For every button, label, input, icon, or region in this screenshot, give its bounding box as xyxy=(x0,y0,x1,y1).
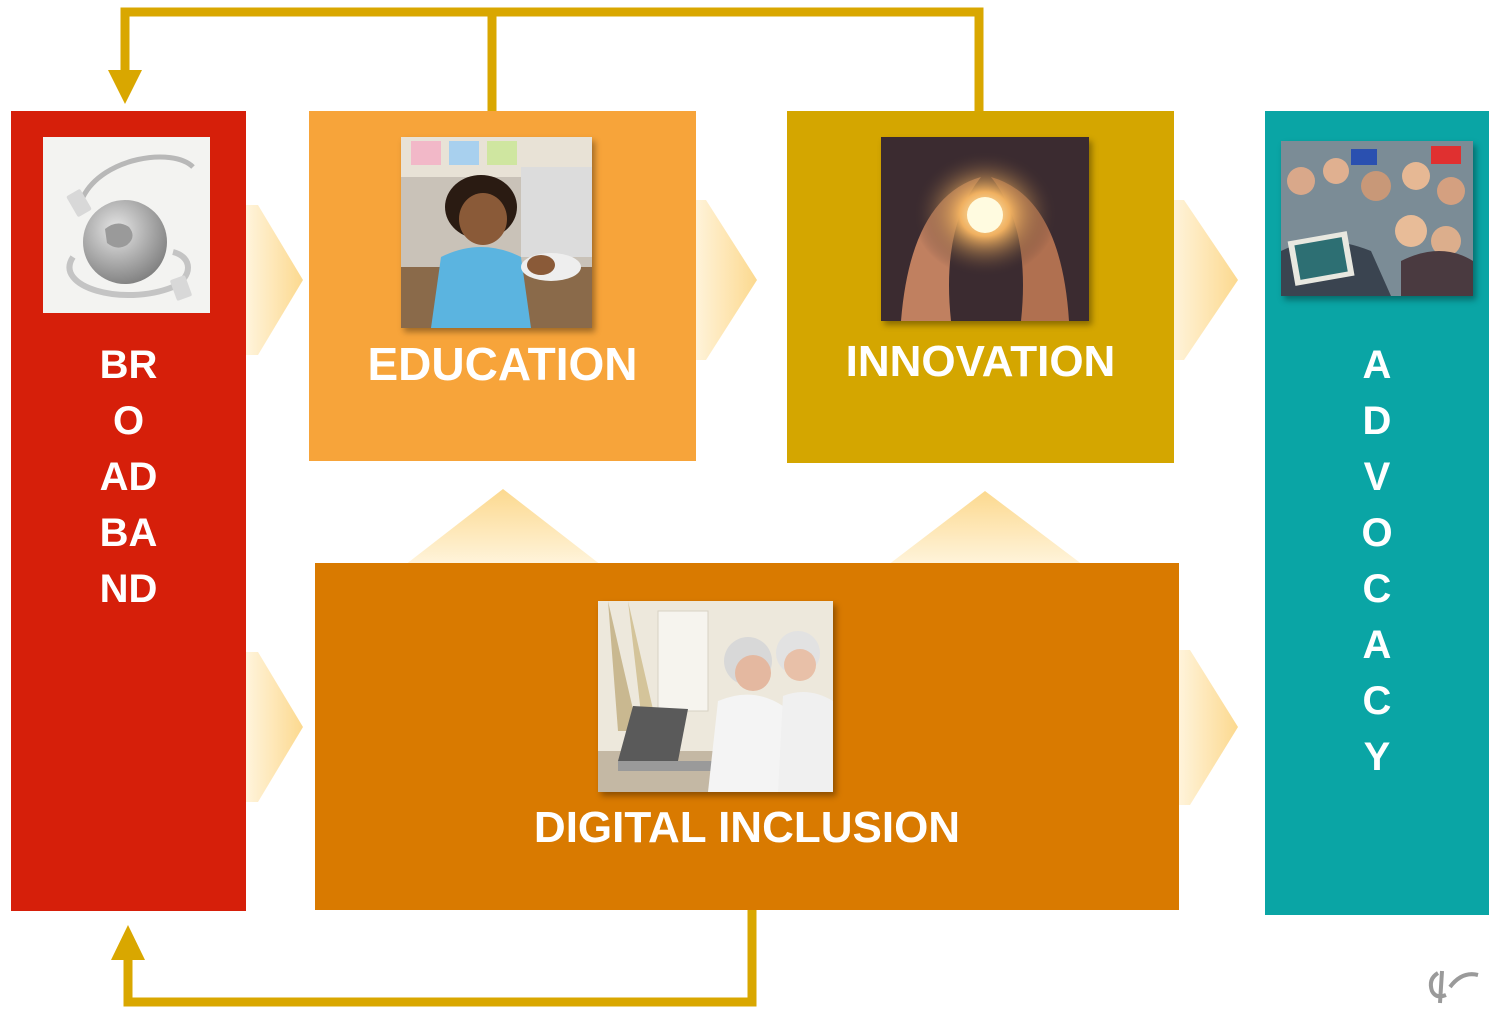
digital-inclusion-box: DIGITAL INCLUSION xyxy=(315,563,1179,910)
advocacy-letter: C xyxy=(1362,567,1392,611)
advocacy-letter: A xyxy=(1362,623,1392,667)
globe-cable-image xyxy=(43,137,210,313)
corner-logo-icon xyxy=(1420,965,1480,1005)
advocacy-letter: O xyxy=(1361,511,1393,555)
advocacy-letter: D xyxy=(1362,399,1392,443)
broadband-box: BR O AD BA ND xyxy=(11,111,246,911)
digital-inclusion-label: DIGITAL INCLUSION xyxy=(533,803,961,852)
advocacy-letter: Y xyxy=(1363,735,1391,779)
chevron-innovation-to-advocacy xyxy=(1172,200,1238,360)
chevron-broadband-to-education xyxy=(246,205,303,355)
arrowhead-down-to-broadband xyxy=(108,70,142,104)
chevron-inclusion-to-education xyxy=(405,489,601,565)
advocacy-letter: A xyxy=(1362,343,1392,387)
chevron-inclusion-to-innovation xyxy=(888,491,1083,565)
girl-at-computer-image xyxy=(401,137,592,328)
chevron-inclusion-to-advocacy xyxy=(1178,650,1238,805)
bottom-feedback-line xyxy=(123,910,757,1007)
innovation-box: INNOVATION xyxy=(787,111,1174,463)
top-feedback-to-broadband-line xyxy=(120,7,492,75)
broadband-label-line: ND xyxy=(99,567,158,611)
advocacy-label: A D V O C A C Y xyxy=(1265,337,1489,785)
education-label: EDUCATION xyxy=(367,338,638,390)
broadband-label-line: AD xyxy=(99,455,158,499)
advocacy-letter: V xyxy=(1363,455,1391,499)
chevron-broadband-to-inclusion xyxy=(246,652,303,802)
arrowhead-up-to-broadband xyxy=(111,925,145,960)
crowd-image xyxy=(1281,141,1473,296)
broadband-label: BR O AD BA ND xyxy=(11,337,246,617)
broadband-label-line: O xyxy=(112,399,145,443)
lightbulb-hands-image xyxy=(881,137,1089,321)
advocacy-box: A D V O C A C Y xyxy=(1265,111,1489,915)
advocacy-letter: C xyxy=(1362,679,1392,723)
seniors-laptop-image xyxy=(598,601,833,792)
broadband-label-line: BR xyxy=(99,343,158,387)
broadband-label-line: BA xyxy=(99,511,158,555)
education-box: EDUCATION xyxy=(309,111,696,461)
chevron-education-to-innovation xyxy=(694,200,757,360)
top-feedback-line xyxy=(487,7,984,111)
innovation-label: INNOVATION xyxy=(845,337,1116,386)
